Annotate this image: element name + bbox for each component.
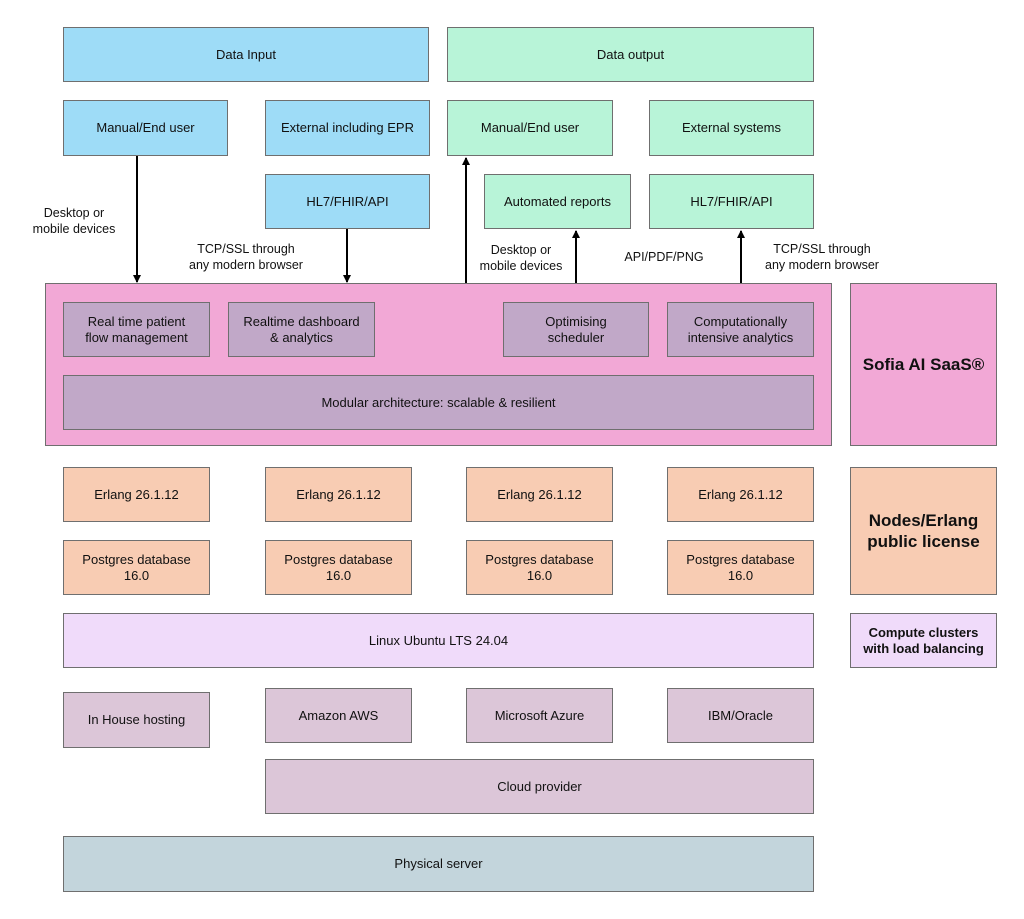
output-hl7-fhir-api: HL7/FHIR/API (649, 174, 814, 229)
input-manual-end-user: Manual/End user (63, 100, 228, 156)
erlang-node-2: Erlang 26.1.12 (265, 467, 412, 522)
physical-server: Physical server (63, 836, 814, 892)
microsoft-azure: Microsoft Azure (466, 688, 613, 743)
output-api-note: API/PDF/PNG (624, 250, 704, 264)
output-manual-end-user: Manual/End user (447, 100, 613, 156)
ibm-oracle: IBM/Oracle (667, 688, 814, 743)
module-computational-analytics: Computationally intensive analytics (667, 302, 814, 357)
erlang-node-3: Erlang 26.1.12 (466, 467, 613, 522)
modular-architecture: Modular architecture: scalable & resilie… (63, 375, 814, 430)
postgres-db-1: Postgres database 16.0 (63, 540, 210, 595)
output-desktop-note: Desktop or mobile devices (479, 243, 563, 273)
erlang-node-1: Erlang 26.1.12 (63, 467, 210, 522)
sofia-ai-saas-label: Sofia AI SaaS® (850, 283, 997, 446)
erlang-node-4: Erlang 26.1.12 (667, 467, 814, 522)
postgres-db-4: Postgres database 16.0 (667, 540, 814, 595)
data-input-header: Data Input (63, 27, 429, 82)
nodes-erlang-license-label: Nodes/Erlang public license (850, 467, 997, 595)
linux-ubuntu: Linux Ubuntu LTS 24.04 (63, 613, 814, 668)
input-tcp-note: TCP/SSL through any modern browser (189, 242, 303, 272)
output-tcp-note: TCP/SSL through any modern browser (765, 242, 879, 272)
input-desktop-note: Desktop or mobile devices (32, 206, 116, 236)
output-external-systems: External systems (649, 100, 814, 156)
module-patient-flow: Real time patient flow management (63, 302, 210, 357)
input-hl7-fhir-api: HL7/FHIR/API (265, 174, 430, 229)
input-external-epr: External including EPR (265, 100, 430, 156)
postgres-db-3: Postgres database 16.0 (466, 540, 613, 595)
cloud-provider: Cloud provider (265, 759, 814, 814)
module-optimising-scheduler: Optimising scheduler (503, 302, 649, 357)
in-house-hosting: In House hosting (63, 692, 210, 748)
compute-clusters-label: Compute clusters with load balancing (850, 613, 997, 668)
amazon-aws: Amazon AWS (265, 688, 412, 743)
data-output-header: Data output (447, 27, 814, 82)
postgres-db-2: Postgres database 16.0 (265, 540, 412, 595)
output-automated-reports: Automated reports (484, 174, 631, 229)
module-realtime-dashboard: Realtime dashboard & analytics (228, 302, 375, 357)
